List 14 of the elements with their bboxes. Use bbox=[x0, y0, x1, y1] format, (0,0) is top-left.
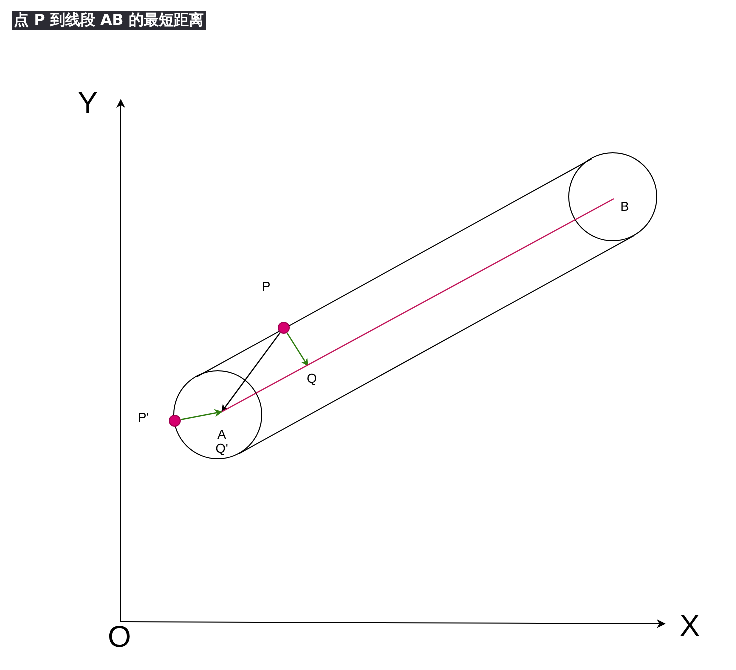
point-label-text: B bbox=[620, 200, 630, 214]
line-segment bbox=[222, 198, 614, 413]
point-label-text: A bbox=[218, 428, 226, 442]
axis-label: Y bbox=[78, 88, 98, 120]
axis-label: X bbox=[680, 611, 700, 643]
arrow bbox=[222, 332, 281, 413]
point-label: P bbox=[262, 280, 271, 294]
arrow bbox=[286, 332, 308, 367]
point-label: P' bbox=[138, 411, 150, 425]
axis-label: O bbox=[108, 622, 132, 654]
arrow bbox=[180, 409, 223, 420]
title: 点 P 到线段 AB 的最短距离 bbox=[12, 11, 206, 30]
point-label-text: Q bbox=[306, 372, 318, 386]
point-label-text: Q' bbox=[216, 442, 228, 456]
